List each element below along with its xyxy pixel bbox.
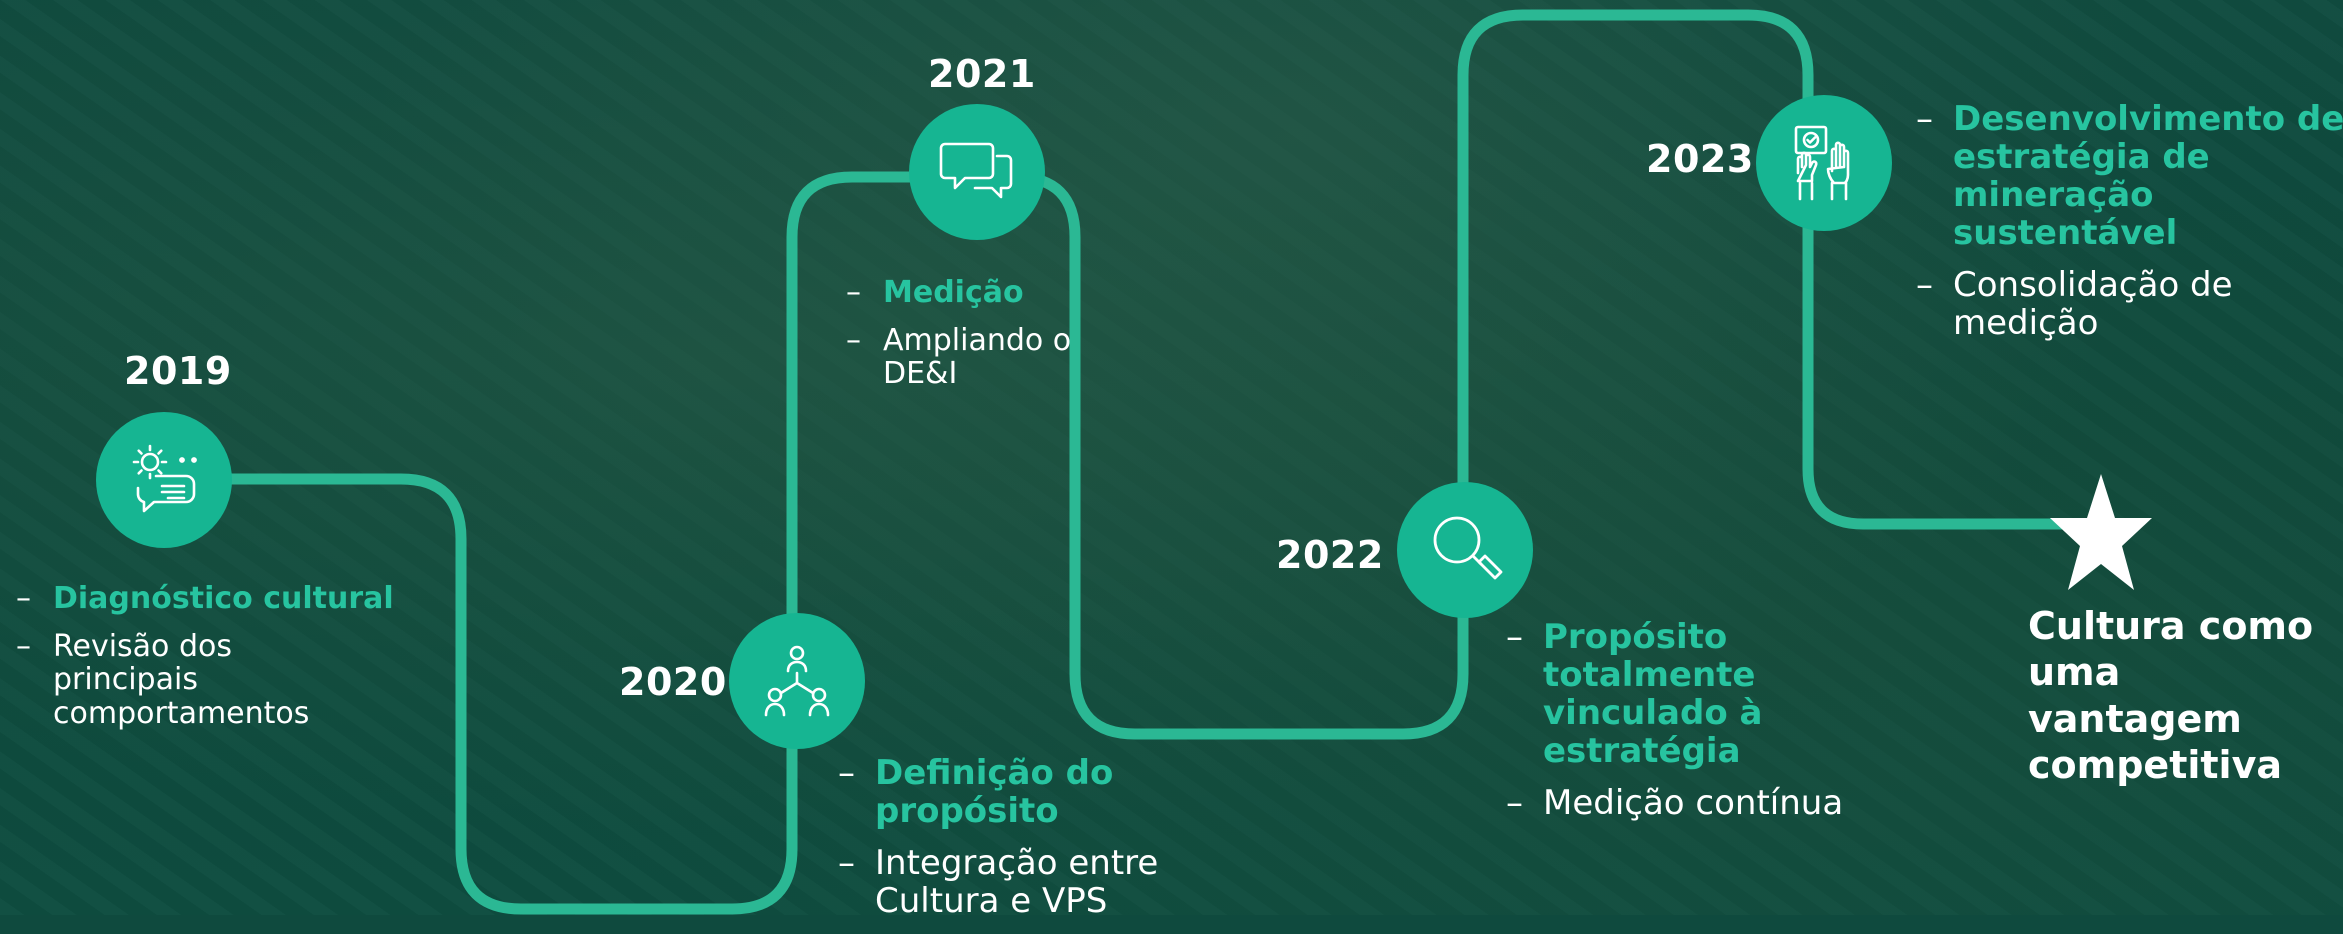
- people-network-icon: [764, 645, 830, 717]
- year-2021: 2021: [928, 52, 1036, 96]
- star-icon: [2050, 474, 2152, 590]
- year-2020: 2020: [619, 660, 727, 704]
- list-item: Diagnóstico cultural: [16, 582, 396, 616]
- list-item: Integração entre Cultura e VPS: [838, 844, 1195, 920]
- milestone-node-2023: [1756, 95, 1892, 231]
- milestone-items-2022: Propósito totalmente vinculado à estraté…: [1506, 618, 1966, 836]
- goal-text: Cultura como uma vantagem competitiva: [2028, 604, 2314, 788]
- milestone-node-2022: [1397, 482, 1533, 618]
- list-item: Medição contínua: [1506, 784, 1966, 822]
- list-item: Definição do propósito: [838, 754, 1258, 830]
- list-item: Medição: [846, 276, 1146, 310]
- year-2019: 2019: [124, 349, 232, 393]
- milestone-items-2019: Diagnóstico cultural Revisão dos princip…: [16, 582, 396, 744]
- speech-bubbles-icon: [939, 142, 1013, 199]
- milestone-node-2020: [729, 613, 865, 749]
- timeline-path: [165, 9, 2152, 915]
- chat-gear-icon: [132, 444, 197, 513]
- milestone-node-2021: [909, 104, 1045, 240]
- milestone-items-2020: Definição do propósito Integração entre …: [838, 754, 1258, 934]
- milestone-items-2023: Desenvolvimento de estratégia de mineraç…: [1916, 100, 2343, 356]
- year-2022: 2022: [1276, 533, 1384, 577]
- year-2023: 2023: [1646, 137, 1754, 181]
- list-item: Revisão dos principais comportamentos: [16, 629, 383, 731]
- milestone-items-2021: Medição Ampliando o DE&I: [846, 276, 1146, 405]
- list-item: Ampliando o DE&I: [846, 323, 1113, 391]
- raised-hands-vote-icon: [1794, 125, 1850, 201]
- list-item: Desenvolvimento de estratégia de mineraç…: [1916, 100, 2343, 252]
- magnifier-icon: [1433, 516, 1503, 580]
- list-item: Propósito totalmente vinculado à estraté…: [1506, 618, 1943, 770]
- list-item: Consolidação de medição: [1916, 266, 2253, 342]
- milestone-node-2019: [96, 412, 232, 548]
